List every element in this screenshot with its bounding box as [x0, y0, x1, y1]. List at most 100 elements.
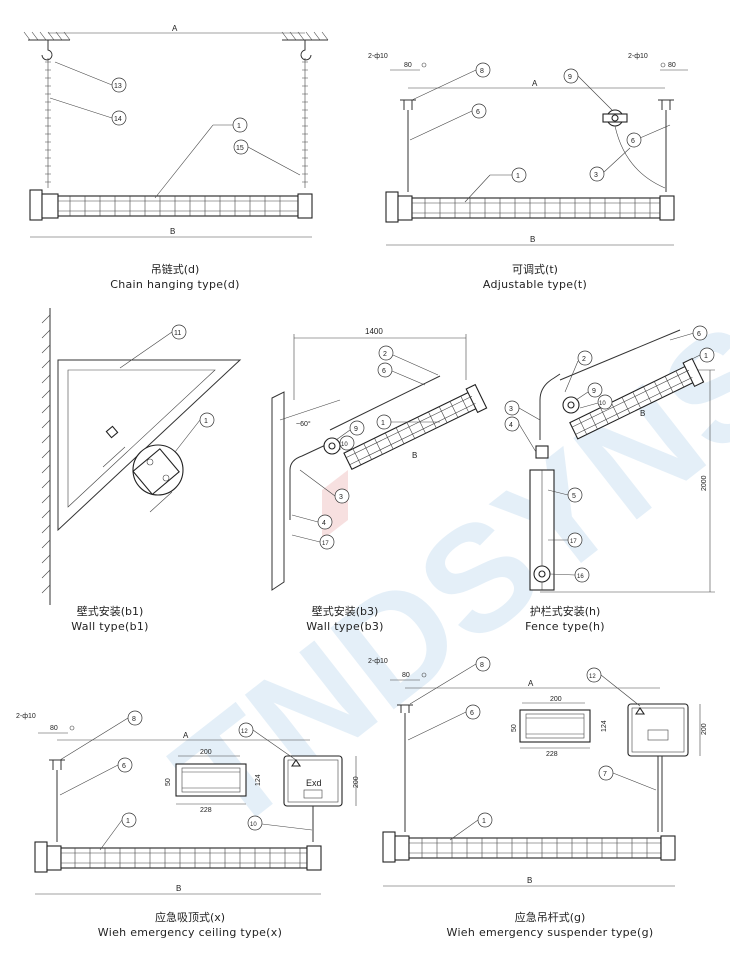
dim-a-label: A	[528, 679, 534, 688]
callouts: 8 6 12 7 1	[407, 656, 657, 841]
callouts: 11 1	[119, 324, 215, 453]
lamp-fixture	[343, 383, 488, 471]
bolt-right-label: 2-ф10	[628, 53, 648, 60]
bracket-left	[49, 759, 65, 770]
callouts: 13 14 1 15	[49, 61, 301, 199]
cable	[614, 125, 666, 189]
emergency-box	[627, 703, 689, 832]
chain-left	[45, 58, 51, 188]
caption-wall-b3: 壁式安装(b3) Wall type(b3)	[255, 604, 435, 634]
callouts: 2 6 1 9 10 3 4 17	[291, 345, 440, 550]
callout-13: 13	[114, 83, 122, 90]
callout-8: 8	[132, 716, 136, 723]
callout-2: 2	[383, 351, 387, 358]
diagram-fence: 2000 B 6 1 2 9 10	[504, 325, 715, 593]
caption-fence: 护栏式安装(h) Fence type(h)	[475, 604, 655, 634]
caption-zh: 吊链式(d)	[150, 263, 200, 276]
callout-5: 5	[572, 493, 576, 500]
junction-box-icon	[323, 437, 341, 455]
arm-upper	[329, 375, 441, 431]
fixture-b-label: B	[640, 409, 645, 418]
caption-zh: 应急吸顶式(x)	[154, 911, 226, 924]
callout-16: 16	[577, 574, 584, 580]
dim-b-label: B	[176, 884, 181, 893]
callout-12: 12	[589, 674, 596, 680]
diagram-chain: A B 13 14	[23, 24, 329, 238]
bolt-label: 2-ф10	[16, 713, 36, 720]
caption-zh: 护栏式安装(h)	[529, 605, 601, 618]
caption-zh: 应急吊杆式(g)	[514, 911, 586, 924]
box-h2-label: 124	[255, 774, 262, 786]
caption-chain: 吊链式(d) Chain hanging type(d)	[60, 262, 290, 292]
callout-1: 1	[704, 353, 708, 360]
arm-upper	[559, 329, 681, 381]
callout-6a: 6	[476, 109, 480, 116]
lamp-endcap-icon	[132, 444, 184, 496]
clamp	[535, 445, 549, 459]
watermark-accent	[322, 470, 348, 540]
callout-7: 7	[603, 771, 607, 778]
callout-11: 11	[174, 330, 181, 337]
hook-right-icon	[300, 40, 312, 61]
dim-b-label: B	[170, 227, 175, 236]
callout-1: 1	[381, 420, 385, 427]
diagram-adjustable: 2-ф10 80 2-ф10 80 A B	[368, 53, 688, 246]
wall-hatch	[41, 314, 51, 594]
caption-en: Fence type(h)	[525, 620, 605, 633]
support-arm	[289, 441, 333, 520]
callout-3: 3	[509, 406, 513, 413]
box-detail: 200 228 50 124	[165, 749, 262, 814]
caption-emergency-suspender: 应急吊杆式(g) Wieh emergency suspender type(g…	[400, 910, 700, 940]
callout-4: 4	[509, 422, 513, 429]
bracket-left	[397, 704, 413, 713]
callout-6: 6	[470, 710, 474, 717]
callout-9: 9	[354, 426, 358, 433]
box-detail: 200 228 50 124	[511, 696, 608, 758]
callout-6: 6	[122, 763, 126, 770]
ceiling-hatch	[23, 31, 329, 41]
diagram-wall-b1: 11 1	[41, 308, 242, 605]
caption-en: Wieh emergency suspender type(g)	[446, 926, 654, 939]
angle-label: ~60°	[296, 420, 311, 428]
caption-en: Adjustable type(t)	[482, 278, 588, 291]
lamp-fixture	[569, 357, 705, 440]
callout-1: 1	[126, 818, 130, 825]
lamp-fixture	[382, 831, 676, 863]
callout-9: 9	[568, 74, 572, 81]
caption-en: Chain hanging type(d)	[110, 278, 240, 291]
bolt-right-dim: 80	[668, 62, 676, 69]
caption-en: Wall type(b3)	[306, 620, 384, 633]
diagram-emergency-suspender: 2-ф10 80 A 200 200 228 50 124	[368, 656, 708, 887]
bolt-left-label: 2-ф10	[368, 53, 388, 60]
dim-1400-label: 1400	[365, 327, 383, 336]
caption-zh: 壁式安装(b1)	[76, 605, 144, 618]
caption-adjustable: 可调式(t) Adjustable type(t)	[420, 262, 650, 292]
box-h1-label: 50	[165, 778, 172, 786]
bracket-left	[400, 99, 416, 110]
diagram-emergency-ceiling: 2-ф10 80 A Exd 200 200 228 50	[16, 710, 360, 895]
caption-zh: 可调式(t)	[512, 263, 558, 276]
callout-4: 4	[322, 520, 326, 527]
wall-plate	[271, 391, 285, 591]
callout-6: 6	[697, 331, 701, 338]
caption-zh: 壁式安装(b3)	[311, 605, 379, 618]
junction-box-icon	[602, 109, 628, 127]
callout-1: 1	[482, 818, 486, 825]
dim-2000-label: 2000	[701, 475, 708, 491]
callout-17: 17	[322, 541, 329, 547]
callout-9: 9	[592, 388, 596, 395]
callout-15: 15	[236, 145, 244, 152]
callout-8: 8	[480, 68, 484, 75]
bolt-dim: 80	[50, 725, 58, 732]
callout-1: 1	[516, 173, 520, 180]
dim-b-label: B	[530, 235, 535, 244]
bolt-dim: 80	[402, 672, 410, 679]
callout-14: 14	[114, 116, 122, 123]
callout-6: 6	[382, 368, 386, 375]
box-width2-label: 228	[546, 751, 558, 758]
box-height-label: 200	[701, 723, 708, 735]
emergency-box: Exd	[283, 755, 343, 842]
box-height-label: 200	[353, 776, 360, 788]
callout-10: 10	[250, 822, 257, 828]
